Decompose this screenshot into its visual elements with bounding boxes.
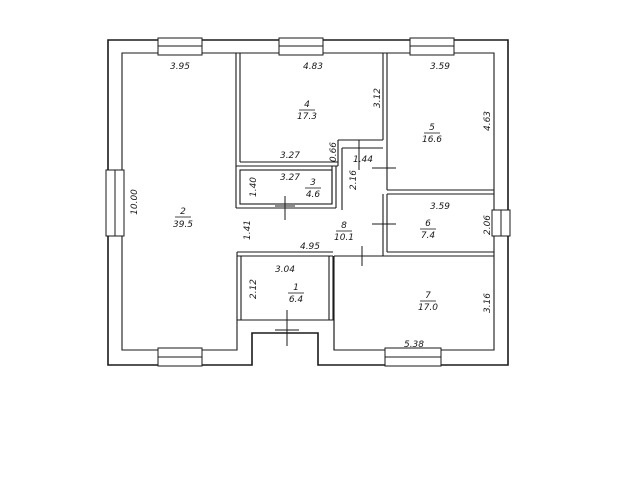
dim-hall-width: 4.95 — [300, 242, 320, 252]
room-number: 1 — [293, 283, 299, 293]
room-area: 17.0 — [418, 303, 438, 313]
dim-room5-height: 4.63 — [483, 111, 493, 131]
dim-room7-height: 3.16 — [483, 293, 493, 313]
room-area: 10.1 — [334, 233, 354, 243]
dim-room6-width: 3.59 — [430, 202, 450, 212]
dim-corridor-width: 1.44 — [353, 155, 373, 165]
room-area: 6.4 — [289, 295, 304, 305]
room-area: 17.3 — [297, 112, 317, 122]
room-label-1: 1 6.4 — [288, 283, 304, 305]
dim-room6-height: 2.06 — [483, 215, 493, 235]
room-label-3: 3 4.6 — [305, 178, 321, 200]
room-number: 3 — [310, 178, 316, 188]
room-label-8: 8 10.1 — [334, 221, 354, 243]
dim-room3-width-top: 3.27 — [280, 151, 300, 161]
room-label-2: 2 39.5 — [173, 207, 193, 230]
door-marks — [275, 140, 396, 346]
room-area: 4.6 — [306, 190, 321, 200]
room-area: 16.6 — [422, 135, 442, 145]
room-label-6: 6 7.4 — [420, 219, 436, 241]
interior-walls — [235, 53, 494, 350]
dim-room2-width: 3.95 — [170, 62, 190, 72]
room-label-7: 7 17.0 — [418, 291, 438, 313]
dim-room7-width: 5.38 — [404, 340, 424, 350]
room-area: 7.4 — [421, 231, 436, 241]
room-area: 39.5 — [173, 220, 193, 230]
room-number: 5 — [429, 123, 435, 133]
dim-room2-height: 10.00 — [130, 189, 140, 215]
dim-room1-width: 3.04 — [275, 265, 295, 275]
dim-room3-width: 3.27 — [280, 173, 300, 183]
outer-wall — [107, 39, 509, 366]
dim-corridor-height: 2.16 — [349, 170, 359, 190]
dim-wall-offset: 0.66 — [329, 142, 339, 162]
dim-room4-height: 3.12 — [373, 88, 383, 108]
room-label-5: 5 16.6 — [422, 123, 442, 145]
room-number: 4 — [304, 100, 310, 110]
dim-room3-height: 1.40 — [249, 177, 259, 197]
room-label-4: 4 17.3 — [297, 100, 317, 122]
room-number: 6 — [425, 219, 431, 229]
windows — [105, 37, 511, 367]
dim-room5-width: 3.59 — [430, 62, 450, 72]
room-number: 7 — [425, 291, 431, 301]
dim-room1-height: 2.12 — [249, 279, 259, 299]
room-number: 2 — [180, 207, 186, 217]
room-number: 8 — [341, 221, 347, 231]
dim-hall-height: 1.41 — [243, 220, 253, 240]
dim-room4-width: 4.83 — [303, 62, 323, 72]
